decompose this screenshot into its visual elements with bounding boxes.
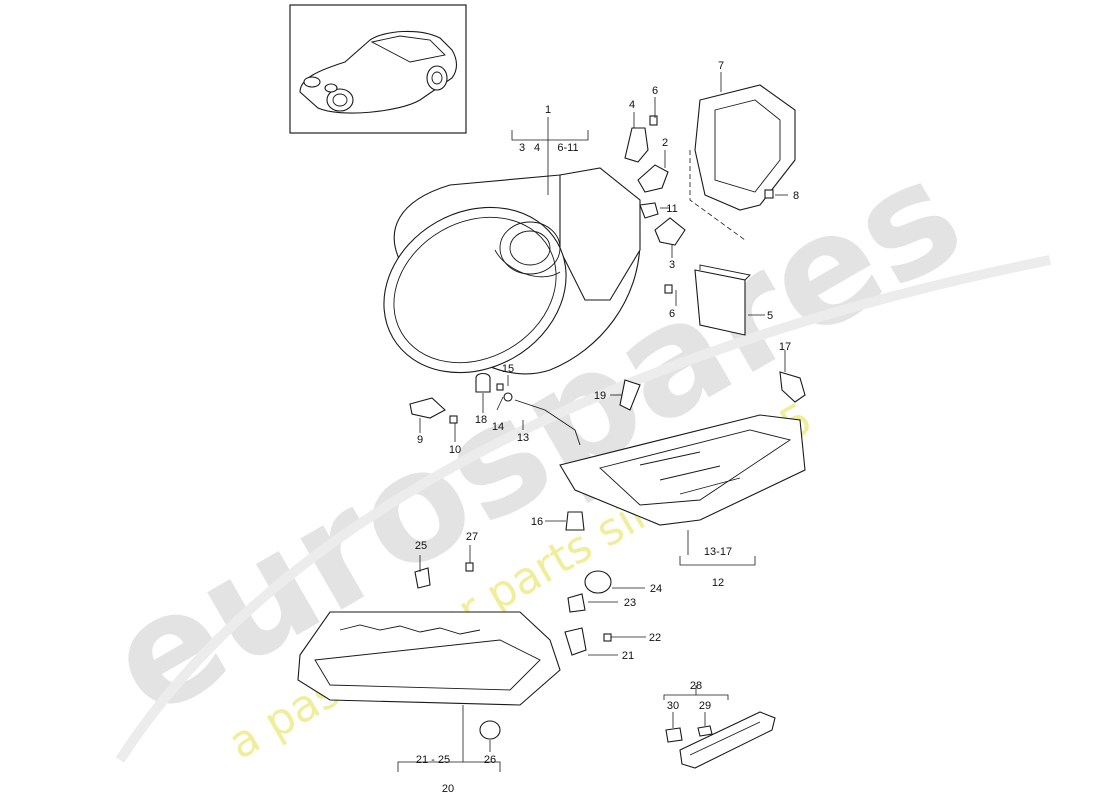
callout-11: 11 <box>666 203 677 215</box>
bulb-components <box>624 115 686 294</box>
callout-12-group: 13-17 <box>704 546 732 558</box>
callout-28: 28 <box>690 680 702 692</box>
callout-24: 24 <box>650 583 662 595</box>
callout-20: 20 <box>442 783 454 795</box>
brackets <box>619 371 806 411</box>
cap-part-18 <box>475 372 491 393</box>
callout-3: 3 <box>669 259 675 271</box>
car-icon <box>299 30 458 114</box>
vehicle-thumbnail <box>289 4 467 134</box>
headlamp-assembly <box>383 167 641 375</box>
callout-2: 2 <box>662 137 668 149</box>
callout-1-group-b: 4 <box>534 142 540 154</box>
callout-18: 18 <box>475 414 487 426</box>
callout-8: 8 <box>793 190 799 202</box>
leader-lines <box>397 72 788 772</box>
screw-part-27 <box>465 562 474 572</box>
actuator-part-4 <box>624 127 649 163</box>
callout-23: 23 <box>624 597 636 609</box>
callout-10: 10 <box>449 444 461 456</box>
callout-9: 9 <box>417 434 423 446</box>
callout-21: 21 <box>622 650 634 662</box>
socket-part-30 <box>665 727 683 743</box>
screw-part-6b <box>664 284 673 294</box>
side-marker-assembly <box>665 711 776 769</box>
connector-part-25 <box>414 567 431 589</box>
callout-17: 17 <box>779 341 791 353</box>
screw-part-8 <box>764 189 774 199</box>
callout-labels: 1 3 4 6-11 2 3 4 5 6 6 7 8 9 10 11 12 13… <box>415 60 799 795</box>
callout-1-group-a: 3 <box>519 142 525 154</box>
bulb-part-3 <box>654 217 686 246</box>
callout-6b: 6 <box>669 308 675 320</box>
bracket-part-17 <box>779 371 806 403</box>
housing-cover <box>689 84 796 241</box>
turn-signal-lamp <box>297 562 612 740</box>
cable-part-13 <box>514 399 581 446</box>
callout-15: 15 <box>502 363 514 375</box>
socket-part-21 <box>564 627 587 656</box>
clip-part-11 <box>639 202 659 219</box>
bulb-part-29 <box>697 725 713 737</box>
tray-assembly <box>559 414 806 531</box>
callout-5: 5 <box>767 310 773 322</box>
callout-30: 30 <box>667 700 679 712</box>
small-parts <box>409 372 581 446</box>
callout-26: 26 <box>484 754 496 766</box>
callout-16: 16 <box>531 516 543 528</box>
cap-part-26 <box>479 720 501 740</box>
screw-part-10 <box>449 415 458 424</box>
bulb-part-23 <box>567 593 586 613</box>
callout-12: 12 <box>712 577 724 589</box>
connector-part-9 <box>409 397 446 419</box>
seal-part-24 <box>584 570 612 594</box>
callout-13: 13 <box>517 432 529 444</box>
bulb-part-2 <box>637 164 669 193</box>
grommet-part-16 <box>565 511 585 531</box>
callout-29: 29 <box>699 700 711 712</box>
callout-22: 22 <box>649 632 661 644</box>
callout-6a: 6 <box>652 85 658 97</box>
callout-1-group-c: 6-11 <box>557 142 578 154</box>
control-unit <box>694 264 751 336</box>
callout-7: 7 <box>718 60 724 72</box>
nut-part-15 <box>496 383 504 391</box>
callout-1: 1 <box>545 104 551 116</box>
washer-part-14 <box>503 392 513 402</box>
screw-part-6a <box>649 115 658 126</box>
callout-25: 25 <box>415 540 427 552</box>
callout-19: 19 <box>594 390 606 402</box>
callout-14: 14 <box>492 421 504 433</box>
callout-4: 4 <box>629 99 635 111</box>
bracket-part-19 <box>619 379 641 411</box>
callout-27: 27 <box>466 531 478 543</box>
screw-part-22 <box>603 633 612 642</box>
watermark-swoosh <box>115 255 1051 763</box>
callout-20-group: 21 - 25 <box>416 754 450 766</box>
